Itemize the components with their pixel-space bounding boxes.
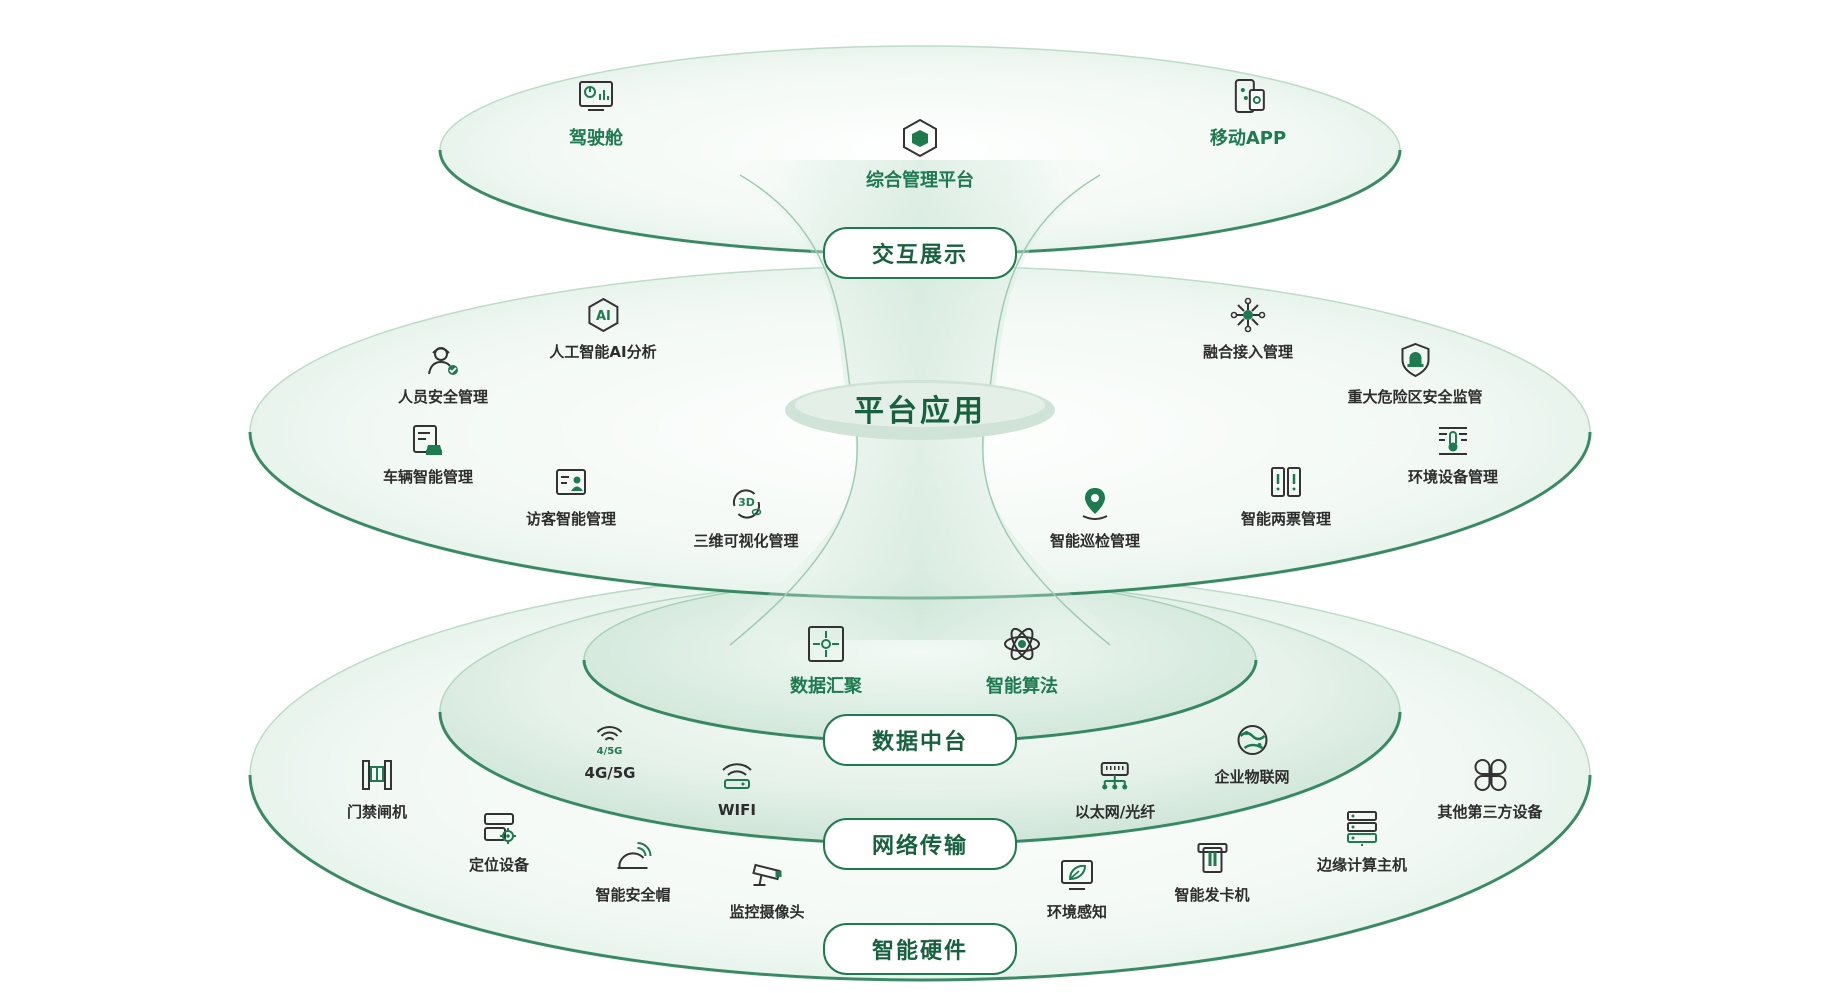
item-label: 智能算法 xyxy=(986,676,1058,697)
server-icon xyxy=(1342,808,1382,848)
layer-label-platform: 平台应用 xyxy=(854,394,986,429)
item-danger-zone[interactable]: 重大危险区安全监管 xyxy=(1347,340,1483,407)
danger-shield-icon xyxy=(1395,340,1435,380)
third-party-icon xyxy=(1470,755,1510,795)
vehicle-icon xyxy=(408,420,448,460)
layer-label-display: 交互展示 xyxy=(823,227,1017,279)
item-env-sensing[interactable]: 环境感知 xyxy=(1047,855,1107,922)
item-label: 门禁闸机 xyxy=(346,803,408,821)
wifi-icon xyxy=(717,755,757,795)
mobile-app-icon xyxy=(1226,74,1270,118)
item-edge-computing[interactable]: 边缘计算主机 xyxy=(1317,808,1407,875)
item-label: 智能安全帽 xyxy=(595,886,671,904)
item-label: 智能两票管理 xyxy=(1240,510,1332,528)
item-label: 智能巡检管理 xyxy=(1049,532,1141,550)
item-third-party[interactable]: 其他第三方设备 xyxy=(1437,755,1543,822)
cube-icon xyxy=(898,116,942,160)
item-vehicle[interactable]: 车辆智能管理 xyxy=(383,420,473,487)
item-label: 综合管理平台 xyxy=(866,170,974,191)
item-env-equipment[interactable]: 环境设备管理 xyxy=(1408,420,1498,487)
item-smart-algorithm[interactable]: 智能算法 xyxy=(986,622,1058,698)
globe-network-icon xyxy=(1232,720,1272,760)
item-smart-helmet[interactable]: 智能安全帽 xyxy=(595,838,671,905)
item-locator[interactable]: 定位设备 xyxy=(469,808,529,875)
item-integrated-platform[interactable]: 综合管理平台 xyxy=(866,116,974,192)
layer-label-hardware: 智能硬件 xyxy=(823,923,1017,975)
3d-view-icon: 3D xyxy=(726,484,766,524)
item-label: 定位设备 xyxy=(468,856,530,874)
ethernet-icon xyxy=(1095,755,1135,795)
item-label: 重大危险区安全监管 xyxy=(1347,388,1483,406)
item-label: 人工智能AI分析 xyxy=(549,343,657,361)
item-data-converge[interactable]: 数据汇聚 xyxy=(790,622,862,698)
item-3d-visualization[interactable]: 3D 三维可视化管理 xyxy=(693,484,799,551)
3d-badge: 3D xyxy=(738,496,755,509)
item-two-tickets[interactable]: 智能两票管理 xyxy=(1241,462,1331,529)
item-label: 企业物联网 xyxy=(1214,768,1290,786)
ai-icon: AI xyxy=(583,295,623,335)
item-inspection[interactable]: 智能巡检管理 xyxy=(1050,484,1140,551)
platform-title-halo-inner xyxy=(795,383,1045,427)
item-enterprise-iot[interactable]: 企业物联网 xyxy=(1214,720,1290,787)
card-machine-icon xyxy=(1192,838,1232,878)
location-pin-icon xyxy=(1075,484,1115,524)
item-personnel-safety[interactable]: 人员安全管理 xyxy=(398,340,488,407)
item-label: 数据汇聚 xyxy=(790,676,862,697)
item-label: 移动APP xyxy=(1209,128,1287,149)
item-access-gate[interactable]: 门禁闸机 xyxy=(347,755,407,822)
atom-icon xyxy=(1000,622,1044,666)
layer-label-network: 网络传输 xyxy=(823,818,1017,870)
item-fusion-access[interactable]: 融合接入管理 xyxy=(1203,295,1293,362)
item-label: 其他第三方设备 xyxy=(1437,803,1543,821)
ticket-icon xyxy=(1266,462,1306,502)
item-label: WIFI xyxy=(718,801,756,819)
item-label: 三维可视化管理 xyxy=(693,532,799,550)
helmet-icon xyxy=(613,838,653,878)
item-label: 监控摄像头 xyxy=(729,903,805,921)
item-mobile-app[interactable]: 移动APP xyxy=(1210,74,1286,150)
item-label: 智能发卡机 xyxy=(1174,886,1250,904)
item-label: 边缘计算主机 xyxy=(1316,856,1408,874)
worker-safety-icon xyxy=(423,340,463,380)
item-camera[interactable]: 监控摄像头 xyxy=(729,855,805,922)
item-label: 车辆智能管理 xyxy=(382,468,474,486)
item-label: 环境感知 xyxy=(1046,903,1108,921)
camera-icon xyxy=(747,855,787,895)
item-ethernet[interactable]: 以太网/光纤 xyxy=(1075,755,1155,822)
item-label: 以太网/光纤 xyxy=(1074,803,1156,821)
item-label: 驾驶舱 xyxy=(569,128,623,149)
visitor-icon xyxy=(551,462,591,502)
item-label: 访客智能管理 xyxy=(525,510,617,528)
item-label: 4G/5G xyxy=(584,764,636,782)
item-cockpit[interactable]: 驾驶舱 xyxy=(569,74,623,150)
item-label: 融合接入管理 xyxy=(1202,343,1294,361)
hardware-layer-rim xyxy=(248,774,1592,982)
ai-badge: AI xyxy=(596,309,611,324)
env-device-icon xyxy=(1433,420,1473,460)
data-converge-icon xyxy=(804,622,848,666)
network-hub-icon xyxy=(1228,295,1268,335)
locator-icon xyxy=(479,808,519,848)
item-4g5g[interactable]: 4/5G 4G/5G xyxy=(584,718,636,782)
layer-label-data: 数据中台 xyxy=(823,714,1017,766)
item-ai-analysis[interactable]: AI 人工智能AI分析 xyxy=(549,295,657,362)
item-card-machine[interactable]: 智能发卡机 xyxy=(1174,838,1250,905)
dashboard-icon xyxy=(574,74,618,118)
item-visitor[interactable]: 访客智能管理 xyxy=(526,462,616,529)
item-label: 人员安全管理 xyxy=(397,388,489,406)
item-label: 环境设备管理 xyxy=(1407,468,1499,486)
cellular-badge: 4/5G xyxy=(597,746,623,757)
item-wifi[interactable]: WIFI xyxy=(717,755,757,819)
gate-icon xyxy=(357,755,397,795)
cellular-icon: 4/5G xyxy=(590,718,630,758)
env-sensor-icon xyxy=(1057,855,1097,895)
